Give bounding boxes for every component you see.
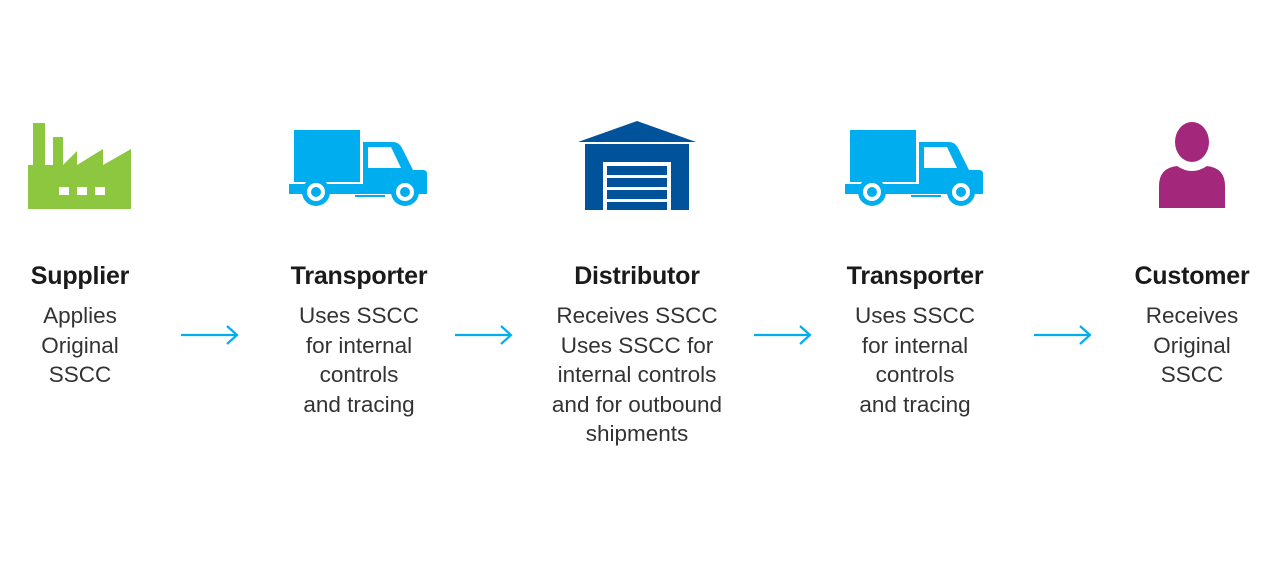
stage-transporter-2: Transporter Uses SSCC for internal contr… [805,0,1025,565]
stage-description: Applies Original SSCC [0,301,190,390]
description-line: Uses SSCC [298,303,420,328]
stage-customer: Customer Receives Original SSCC [1082,0,1280,565]
truck-icon [805,110,1025,210]
stage-distributor: Distributor Receives SSCC Uses SSCC for … [527,0,747,565]
person-icon [1082,110,1280,210]
stage-title: Distributor [574,262,700,290]
description-line: controls [319,362,399,387]
stage-title: Transporter [846,262,984,290]
description-line: and tracing [859,391,971,417]
description-line: Receives [1145,303,1239,328]
stage-title: Transporter [290,262,428,290]
stage-supplier: Supplier Applies Original SSCC [0,0,190,565]
description-line: for internal [305,332,413,358]
description-line: shipments [585,421,689,446]
stage-title: Customer [1134,262,1250,290]
stage-description: Receives SSCC Uses SSCC for internal con… [527,301,747,449]
stage-description: Uses SSCC for internal controls and trac… [805,301,1025,419]
description-line: for internal [861,332,969,358]
flow-arrow [1034,325,1092,345]
factory-icon [0,110,190,210]
description-line: and tracing [303,391,415,417]
truck-icon [249,110,469,210]
description-line: SSCC [48,362,112,387]
description-line: internal controls [557,362,717,387]
description-line: and for outbound [551,391,723,417]
stage-transporter-1: Transporter Uses SSCC for internal contr… [249,0,469,565]
description-line: Applies [43,303,117,328]
stage-title: Supplier [30,262,130,290]
description-line: Original [41,332,119,358]
description-line: Original [1153,332,1231,358]
description-line: SSCC [1160,362,1224,387]
warehouse-icon [527,110,747,210]
description-line: Receives SSCC [556,303,718,328]
flow-arrow [754,325,812,345]
description-line: controls [875,362,955,387]
description-line: Uses SSCC [854,303,976,328]
stage-description: Receives Original SSCC [1082,301,1280,390]
description-line: Uses SSCC for [560,332,714,358]
flow-arrow [181,325,239,345]
flow-arrow [455,325,513,345]
stage-description: Uses SSCC for internal controls and trac… [249,301,469,419]
